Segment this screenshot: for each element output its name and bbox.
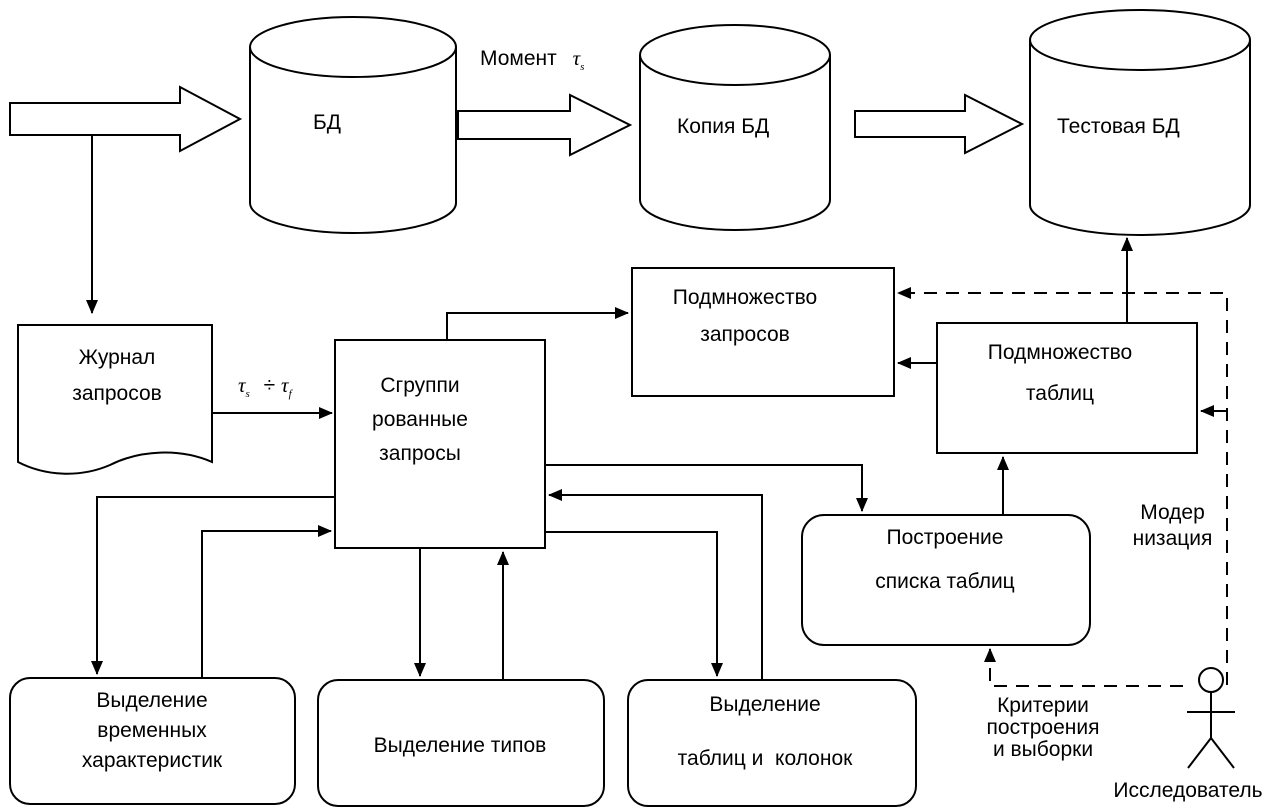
time-extraction-label: Выделение временных характеристик (52, 686, 252, 776)
input-block-arrow (9, 85, 243, 153)
subset-tables-line2: таблиц (1025, 382, 1095, 405)
time-extraction-box (9, 677, 296, 805)
grouped-queries-label: Сгруппи рованные запросы (345, 373, 495, 467)
db-copy-label: Копия БД (677, 115, 770, 138)
range-end-symbol: τ (281, 373, 289, 397)
grouped-line1: Сгруппи (380, 374, 460, 397)
build-table-list-box (801, 514, 1091, 646)
grouped-to-subset-queries-arrow (446, 307, 629, 340)
time-line2: временных (97, 719, 207, 742)
db-test-cylinder (1029, 9, 1251, 236)
range-divider: ÷ (263, 374, 276, 397)
db-copy-cylinder (639, 24, 831, 231)
tables-line2: таблиц и колонок (677, 747, 853, 770)
criteria-line1: Критерии (997, 694, 1089, 717)
grouped-queries-box (334, 339, 546, 549)
moment-tau: τs (572, 46, 585, 74)
moment-subscript: s (580, 61, 585, 74)
moment-label: Момент τs (480, 45, 584, 80)
subset-queries-line2: запросов (700, 323, 790, 346)
db-test-label: Тестовая БД (1057, 115, 1180, 138)
moment-symbol: τ (572, 46, 581, 70)
subset-tables-line1: Подмножество (987, 341, 1133, 364)
criteria-label: Критерии построения и выборки (983, 695, 1103, 761)
moment-text: Момент (480, 47, 557, 70)
time-line3: характеристик (81, 749, 223, 772)
build-table-list-label: Построение списка таблиц (850, 525, 1040, 595)
type-extraction-box (317, 679, 605, 807)
subset-queries-label: Подмножество запросов (655, 285, 835, 348)
time-line1: Выделение (96, 689, 208, 712)
subset-tables-box (936, 322, 1198, 454)
grouped-to-tables-arrow (545, 531, 723, 677)
criteria-dashed-line (984, 648, 1183, 687)
log-line1: Журнал (78, 346, 156, 369)
log-line2: запросов (72, 382, 162, 405)
criteria-line3: и выборки (992, 738, 1094, 761)
subset-queries-line1: Подмножество (672, 286, 818, 309)
db-cylinder (249, 16, 457, 234)
modern-line2: низация (1132, 527, 1213, 550)
query-log-document (17, 324, 213, 475)
grouped-line3: запросы (379, 442, 461, 465)
db-label: БД (313, 111, 342, 134)
table-column-extraction-box (627, 679, 917, 807)
subset-queries-box (631, 267, 895, 397)
researcher-label: Исследователь (1113, 779, 1263, 802)
modern-line1: Модер (1140, 501, 1205, 524)
log-label: Журнал запросов (37, 345, 197, 407)
range-start-symbol: τ (238, 373, 246, 397)
build-line2: списка таблиц (875, 570, 1015, 593)
tables-line1: Выделение (709, 693, 821, 716)
range-end: τf (281, 373, 292, 401)
researcher-icon (1187, 667, 1235, 769)
grouped-to-time-arrow (91, 496, 335, 675)
time-range-label: τs ÷ τf (238, 372, 292, 407)
grouped-line2: рованные (372, 408, 468, 431)
subset-tables-label: Подмножество таблиц (965, 340, 1155, 407)
time-to-grouped-arrow (201, 525, 332, 678)
copy-to-test-block-arrow (854, 93, 1025, 155)
table-column-extraction-label: Выделение таблиц и колонок (645, 692, 885, 772)
range-start: τs (238, 373, 250, 401)
range-end-subscript: f (288, 388, 292, 401)
criteria-line2: построения (986, 716, 1100, 739)
tables-to-grouped-arrow (548, 489, 763, 680)
range-start-subscript: s (245, 388, 250, 401)
grouped-to-build-list-arrow (545, 464, 868, 512)
modernization-label: Модер низация (1125, 500, 1220, 552)
db-to-copy-block-arrow (457, 93, 633, 157)
type-extraction-label: Выделение типов (373, 734, 547, 757)
build-line1: Построение (886, 526, 1004, 549)
